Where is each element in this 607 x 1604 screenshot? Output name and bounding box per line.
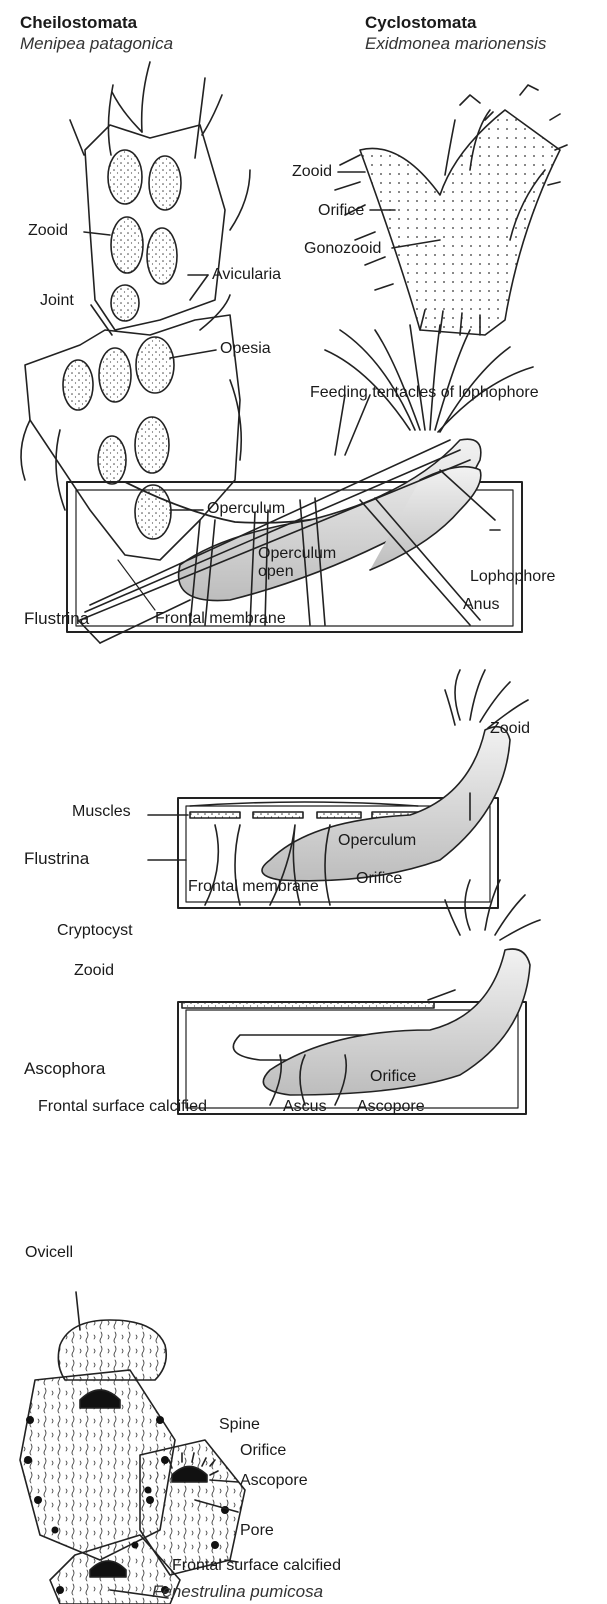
label-frontal-membrane-1: Frontal membrane: [155, 610, 286, 628]
label-zooid-2: Zooid: [74, 962, 114, 980]
ascophora-title: Ascophora: [24, 1060, 105, 1078]
label-ascus: Ascus: [283, 1098, 327, 1116]
exidmonea-species: Exidmonea marionensis: [365, 35, 546, 53]
label-orifice-cyclo: Orifice: [318, 202, 364, 220]
label-orifice-asco: Orifice: [370, 1068, 416, 1086]
label-spine: Spine: [219, 1416, 260, 1434]
label-orifice-fen: Orifice: [240, 1442, 286, 1460]
flustrina-1-title: Flustrina: [24, 610, 89, 628]
label-pore: Pore: [240, 1522, 274, 1540]
label-lophophore: Lophophore: [470, 568, 555, 586]
exidmonea-colony: [335, 85, 567, 335]
cheilostomata-title: Cheilostomata: [20, 14, 137, 32]
label-ovicell: Ovicell: [25, 1244, 73, 1262]
label-orifice-2: Orifice: [356, 870, 402, 888]
menipea-species: Menipea patagonica: [20, 35, 173, 53]
label-ascopore-asco: Ascopore: [357, 1098, 425, 1116]
fenestrulina-species: Fenestrulina pumicosa: [152, 1583, 323, 1601]
label-operculum-open: Operculum open: [258, 545, 348, 581]
label-feeding-tentacles: Feeding tentacles of lophophore: [310, 384, 539, 402]
label-zooid-1: Zooid: [490, 720, 530, 738]
label-zooid-cheilo: Zooid: [28, 222, 68, 240]
label-avicularia: Avicularia: [212, 266, 281, 284]
flustrina-panel-2: [148, 670, 528, 908]
label-opesia: Opesia: [220, 340, 271, 358]
label-muscles: Muscles: [72, 803, 131, 821]
flustrina-2-title: Flustrina: [24, 850, 89, 868]
label-operculum-2: Operculum: [338, 832, 416, 850]
label-anus: Anus: [463, 596, 499, 614]
cyclostomata-title: Cyclostomata: [365, 14, 476, 32]
label-frontal-surface-asco: Frontal surface calcified: [38, 1098, 207, 1116]
label-gonozooid: Gonozooid: [304, 240, 381, 258]
label-zooid-cyclo: Zooid: [292, 163, 332, 181]
label-ascopore-fen: Ascopore: [240, 1472, 308, 1490]
label-cryptocyst: Cryptocyst: [57, 922, 133, 940]
label-frontal-membrane-2: Frontal membrane: [188, 878, 319, 896]
label-joint: Joint: [40, 292, 74, 310]
label-operculum-cheilo: Operculum: [207, 500, 285, 518]
label-frontal-surface-fen: Frontal surface calcified: [172, 1557, 341, 1575]
menipea-colony: [21, 62, 250, 610]
ascophora-panel: [178, 880, 540, 1114]
